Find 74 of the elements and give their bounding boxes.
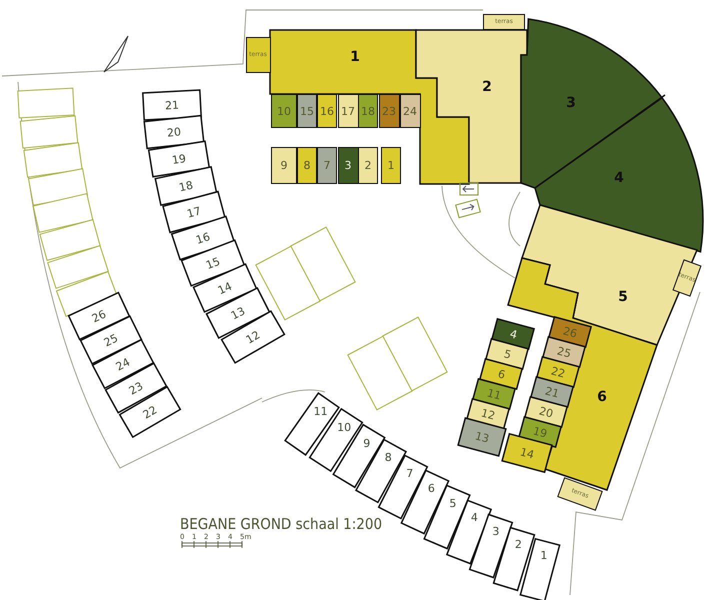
- storage-unit: [317, 94, 337, 128]
- unit-number: 17: [341, 106, 355, 116]
- unit-number: 15: [300, 106, 314, 116]
- space-number: 15: [204, 255, 222, 271]
- space-number: 17: [186, 204, 202, 220]
- building-number: 3: [566, 96, 576, 110]
- unit-number: 20: [538, 404, 554, 420]
- space-number: 26: [90, 308, 108, 324]
- building-number: 2: [482, 80, 492, 94]
- unit-number: 19: [532, 424, 548, 440]
- unit-number: 11: [486, 386, 502, 402]
- space-number: 22: [141, 404, 159, 420]
- space-number: 20: [166, 126, 182, 138]
- space-number: 19: [171, 152, 187, 166]
- unit-number: 16: [320, 106, 334, 116]
- space-number: 12: [244, 328, 262, 346]
- storage-unit: [297, 94, 317, 128]
- space-number: 21: [164, 99, 180, 111]
- space-number: 5: [449, 498, 456, 509]
- storage-unit: [358, 94, 378, 128]
- building-number: 1: [350, 50, 360, 64]
- space-number: 13: [229, 304, 247, 322]
- unit-number: 1: [388, 160, 394, 170]
- plan-title: BEGANE GROND schaal 1:200: [180, 515, 382, 533]
- unit-number: 25: [556, 344, 572, 360]
- unit-number: 23: [382, 106, 396, 116]
- unit-number: 10: [277, 106, 291, 116]
- unit-number: 24: [403, 106, 417, 116]
- space-number: 16: [194, 230, 212, 246]
- unit-number: 2: [364, 160, 372, 170]
- terrace: [246, 37, 270, 73]
- space-number: 4: [470, 512, 478, 524]
- building-number: 4: [614, 171, 624, 185]
- space-number: 8: [384, 452, 392, 464]
- storage-unit: [400, 94, 420, 128]
- unit-number: 7: [324, 160, 330, 170]
- space-number: 7: [406, 468, 414, 480]
- storage-unit: [338, 146, 358, 184]
- space-number: 11: [314, 406, 328, 418]
- space-number: 10: [337, 422, 352, 433]
- unit-number: 14: [518, 446, 536, 460]
- storage-unit: [378, 94, 400, 128]
- space-number: 23: [127, 380, 145, 396]
- storage-unit: [381, 146, 401, 184]
- space-number: 1: [540, 550, 548, 561]
- unit-number: 12: [480, 406, 496, 422]
- space-number: 24: [114, 356, 132, 372]
- unit-number: 3: [344, 160, 352, 170]
- space-number: 18: [178, 179, 194, 193]
- building-number: 5: [618, 290, 628, 304]
- unit-number: 26: [562, 324, 578, 340]
- storage-unit: [338, 94, 358, 128]
- unit-number: 8: [304, 160, 310, 170]
- space-number: 6: [428, 482, 435, 494]
- storage-unit: [317, 146, 337, 184]
- space-number: 14: [216, 280, 234, 296]
- space-number: 3: [492, 526, 500, 538]
- unit-number: 22: [550, 364, 566, 380]
- storage-unit: [358, 146, 378, 184]
- terrace: [483, 14, 525, 30]
- unit-number: 9: [280, 160, 288, 170]
- space-number: 2: [514, 539, 522, 550]
- storage-unit: [271, 146, 297, 184]
- unit-number: 4: [508, 328, 518, 340]
- space-number: 9: [363, 438, 370, 449]
- building-number: 6: [597, 390, 607, 404]
- storage-unit: [271, 94, 297, 128]
- unit-number: 18: [361, 106, 375, 116]
- storage-unit: [297, 146, 317, 184]
- unit-number: 5: [502, 348, 512, 360]
- unit-number: 21: [544, 384, 560, 400]
- unit-number: 13: [474, 430, 490, 444]
- space-number: 25: [102, 332, 120, 348]
- unit-number: 6: [496, 368, 506, 380]
